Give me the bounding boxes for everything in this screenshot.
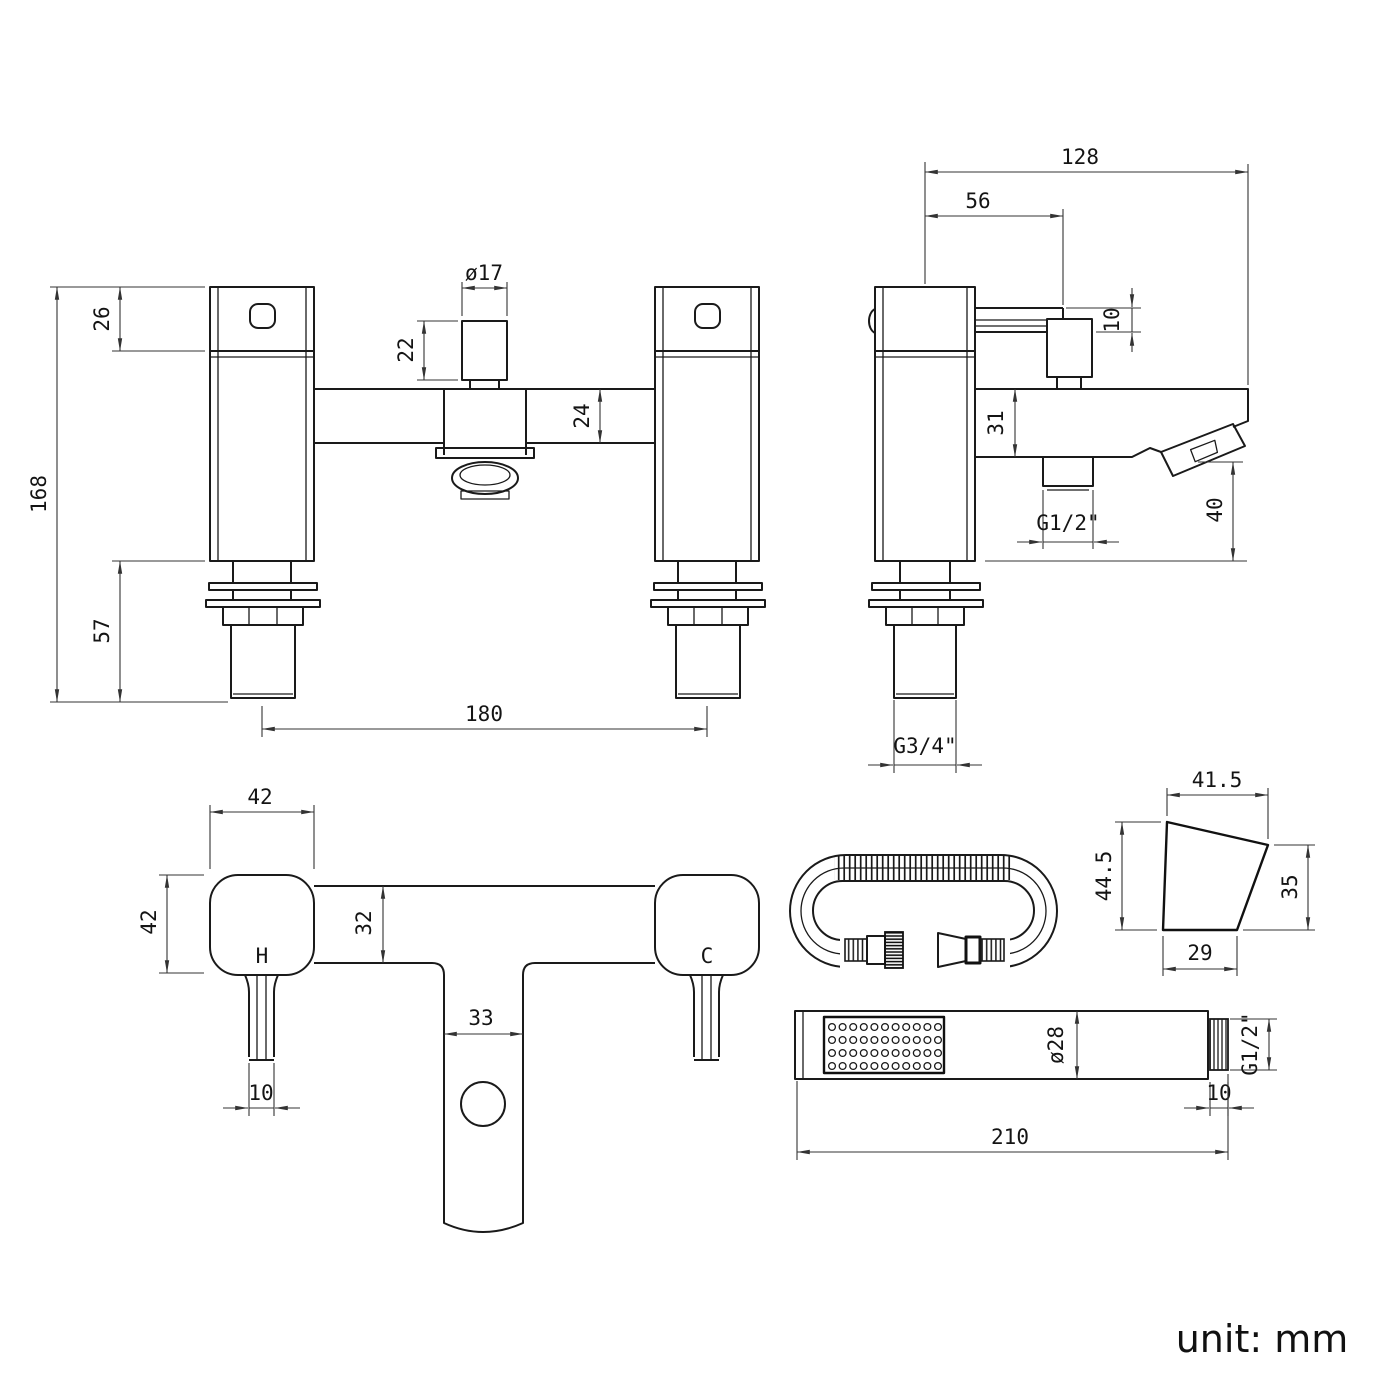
front-left-pillar <box>209 286 315 562</box>
dim-side-outlet-thread: G1/2" <box>1036 511 1099 535</box>
dim-side-lever-reach: 56 <box>965 189 990 213</box>
dim-front-tail-length: 57 <box>90 618 114 643</box>
dim-handset-thread: G1/2" <box>1238 1012 1262 1075</box>
wall-bracket: 41.5 44.5 35 29 <box>1092 768 1315 976</box>
dim-handset-length: 210 <box>991 1125 1029 1149</box>
dim-front-inlet-centres: 180 <box>465 702 503 726</box>
spout-hole-top <box>460 1081 506 1127</box>
top-left-stem <box>244 974 279 1061</box>
shower-outlet-side <box>1042 456 1094 487</box>
spray-plate <box>822 1015 946 1075</box>
front-diverter-knob <box>461 320 508 389</box>
handset-thread <box>1209 1018 1229 1071</box>
side-view: 128 56 10 31 G1/2" 40 G3/4" <box>868 145 1249 773</box>
hot-handle-top <box>209 874 315 976</box>
top-dimensions: 42 42 32 33 10 <box>137 785 524 1116</box>
dim-top-spout-width: 33 <box>468 1006 493 1030</box>
dim-bracket-top-width: 41.5 <box>1192 768 1243 792</box>
dim-top-stem-width: 10 <box>248 1081 273 1105</box>
dim-top-body-width: 32 <box>352 910 376 935</box>
dim-side-spout-clearance: 40 <box>1203 497 1227 522</box>
dim-bracket-left-height: 44.5 <box>1092 851 1116 902</box>
side-dimensions: 128 56 10 31 G1/2" 40 G3/4" <box>868 145 1249 773</box>
front-dimensions: 26 57 168 ø17 22 24 180 <box>27 261 708 737</box>
front-crossbar-body <box>314 388 655 500</box>
dim-bracket-right-height: 35 <box>1278 874 1302 899</box>
top-view: H C 42 42 32 33 10 <box>137 785 760 1233</box>
dim-top-handle-depth: 42 <box>137 909 161 934</box>
dim-handset-thread-length: 10 <box>1206 1081 1231 1105</box>
cold-indicator-hole <box>694 303 721 329</box>
dim-front-diverter-height: 22 <box>394 337 418 362</box>
dim-handset-dia: ø28 <box>1044 1026 1068 1064</box>
dim-side-body-height: 31 <box>984 410 1008 435</box>
dim-front-body-depth: 24 <box>570 403 594 428</box>
hot-label: H <box>256 944 269 968</box>
dim-side-overall-depth: 128 <box>1061 145 1099 169</box>
shower-handset: ø28 G1/2" 10 210 <box>794 1010 1277 1160</box>
front-right-pillar <box>654 286 760 562</box>
side-body-and-spout <box>975 388 1249 491</box>
spout-outlet-front <box>451 461 519 495</box>
spray-holes <box>827 1022 943 1071</box>
unit-label: unit: mm <box>1176 1317 1349 1361</box>
dim-front-total-height: 168 <box>27 475 51 513</box>
dim-top-handle-width: 42 <box>247 785 272 809</box>
front-right-mounting <box>650 561 766 699</box>
side-mounting <box>868 561 984 699</box>
dim-front-cap-height: 26 <box>90 306 114 331</box>
hose-corrugation <box>834 856 1012 880</box>
shower-hose <box>789 854 1058 974</box>
hose-connector-left <box>844 931 904 969</box>
hose-connector-right <box>937 932 1005 968</box>
side-lever-and-diverter <box>975 307 1093 389</box>
handle-hub-edge <box>868 308 876 334</box>
handset-dimensions: ø28 G1/2" 10 210 <box>796 1010 1277 1160</box>
bracket-dimensions: 41.5 44.5 35 29 <box>1092 768 1315 976</box>
dim-bracket-bottom-width: 29 <box>1187 941 1212 965</box>
front-view: 26 57 168 ø17 22 24 180 <box>27 261 766 737</box>
cold-label: C <box>701 944 714 968</box>
dim-front-diverter-dia: ø17 <box>465 261 503 285</box>
dim-side-lever-thickness: 10 <box>1100 307 1124 332</box>
cold-handle-top <box>654 874 760 976</box>
bracket-outline <box>1161 820 1270 932</box>
handset-body <box>794 1010 1209 1080</box>
top-right-stem <box>689 974 724 1061</box>
hot-indicator-hole <box>249 303 276 329</box>
top-body-and-spout-leg <box>314 962 655 1233</box>
front-left-mounting <box>205 561 321 699</box>
dim-side-inlet-thread: G3/4" <box>893 734 956 758</box>
spout-side <box>1160 423 1246 477</box>
side-pillar <box>868 286 976 562</box>
